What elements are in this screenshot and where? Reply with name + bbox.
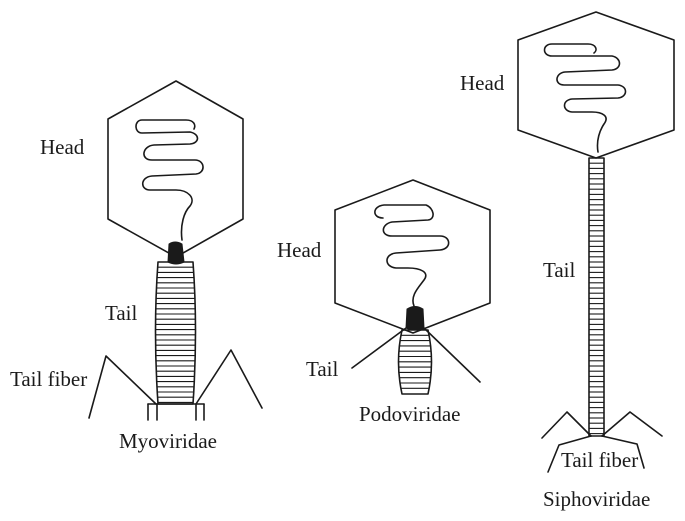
podoviridae-phage: Head Tail Podoviridae — [277, 179, 491, 426]
siphoviridae-tail-fiber-lower-right — [601, 435, 645, 469]
myoviridae-tail-label: Tail — [105, 301, 138, 325]
siphoviridae-tail-label: Tail — [543, 258, 576, 282]
siphoviridae-tail — [588, 157, 605, 437]
myoviridae-tail-rings — [155, 266, 196, 403]
podoviridae-genome — [374, 204, 450, 307]
siphoviridae-genome — [543, 43, 627, 153]
myoviridae-genome — [135, 119, 204, 241]
siphoviridae-tail-fiber-lower-left — [547, 435, 592, 473]
myoviridae-collar — [167, 241, 185, 265]
podoviridae-tail-rings — [398, 334, 432, 389]
myoviridae-tail-fiber-right — [195, 349, 263, 409]
myoviridae-tail-fiber-left — [88, 355, 157, 419]
siphoviridae-tail-fiber-left — [541, 411, 592, 439]
siphoviridae-tail-rings — [589, 162, 604, 435]
siphoviridae-name: Siphoviridae — [543, 487, 650, 511]
podoviridae-spike-right — [423, 327, 481, 383]
siphoviridae-head-label: Head — [460, 71, 505, 95]
myoviridae-head — [107, 80, 244, 258]
podoviridae-head-label: Head — [277, 238, 322, 262]
siphoviridae-tail-fiber-label: Tail fiber — [561, 448, 638, 472]
podoviridae-head — [334, 179, 491, 334]
myoviridae-tail-fiber-label: Tail fiber — [10, 367, 87, 391]
podoviridae-collar — [405, 306, 425, 331]
siphoviridae-tail-fiber-right — [601, 411, 663, 437]
myoviridae-baseplate — [147, 403, 205, 421]
podoviridae-tail — [397, 329, 433, 395]
myoviridae-phage: Head Tail Tail fiber Myoviridae — [10, 80, 263, 453]
siphoviridae-phage: Head Tail Tail fiber Siphoviridae — [460, 11, 675, 511]
podoviridae-name: Podoviridae — [359, 402, 460, 426]
podoviridae-spike-left — [351, 327, 407, 369]
myoviridae-name: Myoviridae — [119, 429, 217, 453]
podoviridae-tail-label: Tail — [306, 357, 339, 381]
myoviridae-head-label: Head — [40, 135, 85, 159]
